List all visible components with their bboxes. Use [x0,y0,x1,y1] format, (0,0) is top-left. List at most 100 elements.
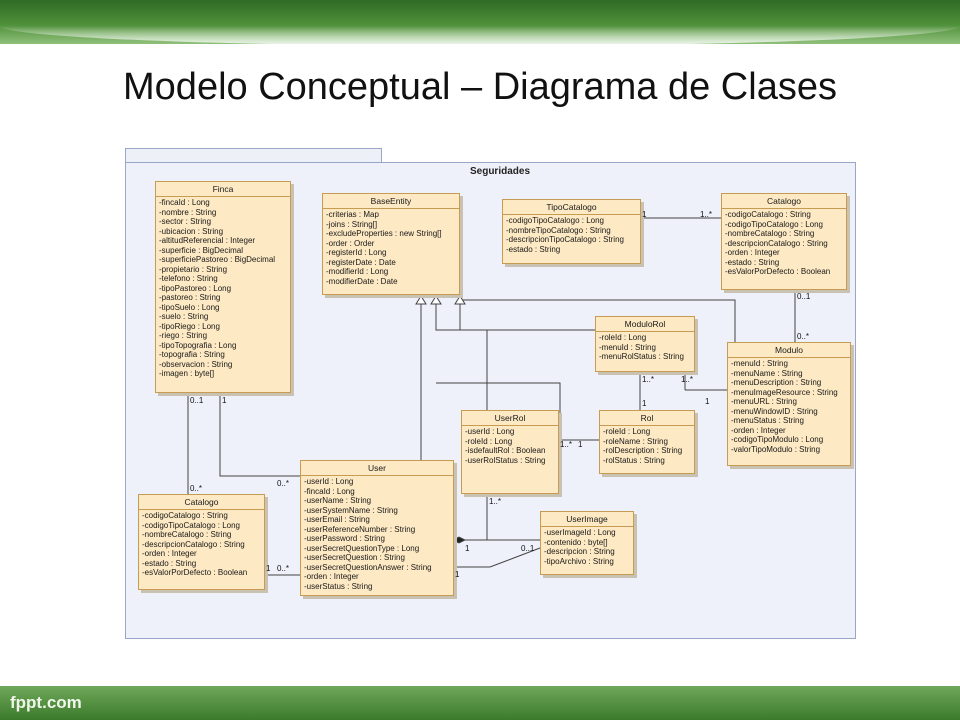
attribute: -modifierId : Long [326,267,389,276]
attribute: -tipoArchivo : String [544,556,614,566]
class-title: UserImage [541,512,633,527]
class-tipocatalogo: TipoCatalogo -codigoTipoCatalogo : Long … [502,199,641,264]
attribute: -isdefaultRol : Boolean [465,446,546,455]
attribute: -roleName : String [603,436,668,446]
attribute: -sector : String [159,217,212,226]
attribute: -estado : String [142,558,197,568]
multiplicity: 1 [465,544,470,553]
attribute: -registerId : Long [326,248,387,257]
attribute: -rolStatus : String [603,455,665,465]
attribute: -altitudReferencial : Integer [159,236,256,245]
multiplicity: 1..* [681,375,694,384]
package-name: Seguridades [469,166,531,177]
attribute: -codigoTipoCatalogo : Long [142,520,240,530]
attribute: -userSecretQuestionType : Long [304,543,420,553]
attribute: -menuWindowID : String [731,406,818,416]
attribute: -menuURL : String [731,397,797,406]
attribute: -imagen : byte[] [159,369,215,378]
multiplicity: 1 [705,397,710,406]
attribute: -registerDate : Date [326,257,396,267]
generalization-rol [436,382,561,420]
attribute: -codigoCatalogo : String [142,511,228,520]
class-title: Finca [156,182,290,197]
class-title: UserRol [462,411,558,426]
attribute: -userId : Long [465,427,515,436]
class-baseentity: BaseEntity -criterias : Map -joins : Str… [322,193,460,295]
attribute: -menuName : String [731,368,803,378]
attribute: -telefono : String [159,274,218,283]
class-title: Modulo [728,343,850,358]
multiplicity: 1 [266,564,271,573]
attribute: -userRolStatus : String [465,455,546,465]
attribute: -tipoTopografia : Long [159,340,237,350]
attribute: -orden : Integer [725,248,780,257]
multiplicity: 1..* [700,210,713,219]
attr-list: -fincaId : Long -nombre : String -sector… [156,197,290,380]
class-title: Catalogo [722,194,846,209]
attribute: -userStatus : String [304,581,373,591]
attribute: -roleId : Long [465,436,513,446]
class-title: Rol [600,411,694,426]
multiplicity: 0..* [277,564,290,573]
attr-list: -codigoTipoCatalogo : Long -nombreTipoCa… [503,215,640,255]
attr-list: -userId : Long -fincaId : Long -userName… [301,476,453,592]
multiplicity: 1 [642,210,647,219]
multiplicity: 1..* [642,375,655,384]
multiplicity: 0..* [277,479,290,488]
attribute: -orden : Integer [304,572,359,581]
attr-list: -codigoCatalogo : String -codigoTipoCata… [722,209,846,278]
attribute: -esValorPorDefecto : Boolean [725,267,831,276]
multiplicity: 1 [642,399,647,408]
attribute: -esValorPorDefecto : Boolean [142,568,248,577]
attribute: -orden : Integer [142,549,197,558]
attribute: -nombre : String [159,207,217,217]
attribute: -codigoCatalogo : String [725,210,811,219]
multiplicity: 0..1 [521,544,535,553]
multiplicity: 1 [578,440,583,449]
banner-shine [0,26,960,46]
class-rol: Rol -roleId : Long -roleName : String -r… [599,410,695,474]
attribute: -suelo : String [159,312,209,321]
attribute: -codigoTipoCatalogo : Long [725,219,823,229]
generalization-arrow-1 [415,295,427,305]
attribute: -codigoTipoCatalogo : Long [506,216,604,225]
attribute: -estado : String [506,244,561,254]
attribute: -orden : Integer [731,425,786,435]
composition-diamond [451,536,467,544]
attribute: -userEmail : String [304,515,370,524]
attribute: -contenido : byte[] [544,537,608,547]
slide-footer-bar: fppt.com [0,686,960,720]
attribute: -menuImageResource : String [731,387,838,397]
attribute: -superficie : BigDecimal [159,245,244,255]
attribute: -ubicacion : String [159,226,224,236]
class-userimage: UserImage -userImageId : Long -contenido… [540,511,634,575]
attribute: -menuStatus : String [731,416,804,425]
generalization-modulo [463,299,736,342]
attr-list: -roleId : Long -roleName : String -rolDe… [600,426,694,466]
attribute: -rolDescription : String [603,446,683,455]
multiplicity: 1..* [489,497,502,506]
class-userrol: UserRol -userId : Long -roleId : Long -i… [461,410,559,494]
multiplicity: 0..* [797,332,810,341]
attr-list: -roleId : Long -menuId : String -menuRol… [596,332,694,363]
class-title: BaseEntity [323,194,459,209]
class-catalogo-top: Catalogo -codigoCatalogo : String -codig… [721,193,847,290]
attribute: -codigoTipoModulo : Long [731,435,824,444]
attribute: -nombreCatalogo : String [725,229,815,238]
class-user: User -userId : Long -fincaId : Long -use… [300,460,454,596]
attribute: -userId : Long [304,477,354,486]
attr-list: -userImageId : Long -contenido : byte[] … [541,527,633,567]
attribute: -userPassword : String [304,534,385,543]
class-title: Catalogo [139,495,264,510]
class-title: User [301,461,453,476]
attribute: -topografia : String [159,350,225,359]
multiplicity: 1 [455,570,460,579]
slide-title: Modelo Conceptual – Diagrama de Clases [123,66,837,108]
generalization-userrol [435,298,488,410]
attribute: -userSystemName : String [304,505,398,515]
attribute: -userSecretQuestion : String [304,553,405,562]
attr-list: -userId : Long -roleId : Long -isdefault… [462,426,558,466]
class-modulorol: ModuloRol -roleId : Long -menuId : Strin… [595,316,695,372]
package-tab [125,148,382,163]
